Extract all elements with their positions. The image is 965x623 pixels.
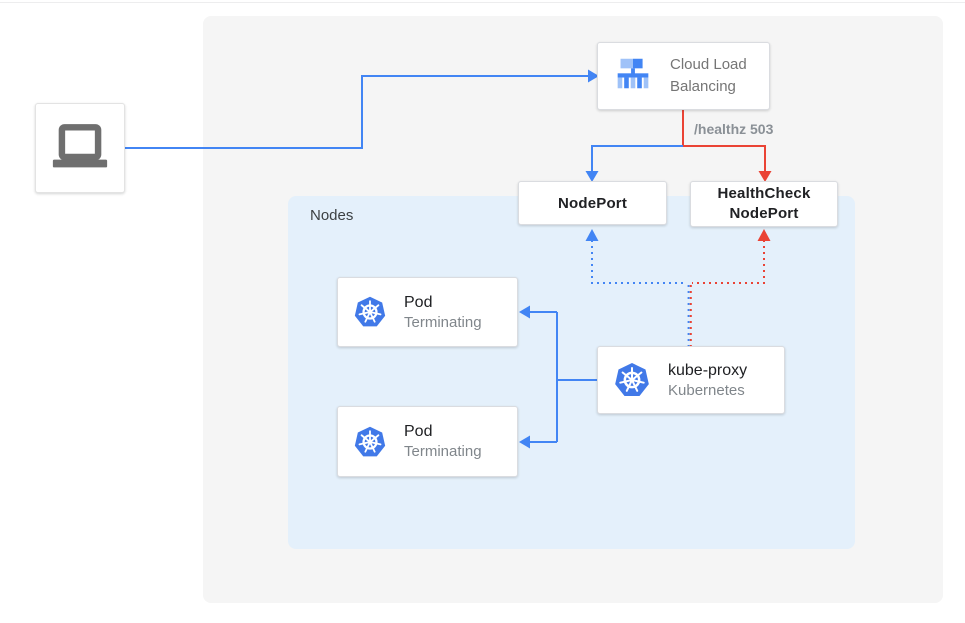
nodeport-node: NodePort (518, 181, 667, 225)
laptop-icon (49, 122, 111, 174)
load-balancer-icon (610, 53, 656, 99)
cloud-load-balancing-node: Cloud Load Balancing (597, 42, 770, 110)
cloud-load-balancing-label: Cloud Load Balancing (670, 56, 747, 95)
kube-proxy-node: kube-proxy Kubernetes (597, 346, 785, 414)
healthz-503-label: /healthz 503 (694, 121, 774, 137)
pod-text: Pod Terminating (404, 294, 482, 331)
pod-text: Pod Terminating (404, 423, 482, 460)
kubernetes-icon (352, 294, 388, 330)
kubernetes-icon (612, 360, 652, 400)
pod-node-1: Pod Terminating (337, 277, 518, 347)
pod-title: Pod (404, 423, 433, 440)
kube-proxy-subtitle: Kubernetes (668, 381, 745, 399)
healthcheck-nodeport-node: HealthCheck NodePort (690, 181, 838, 227)
nodes-group-label: Nodes (310, 207, 354, 224)
pod-status: Terminating (404, 313, 482, 331)
pod-node-2: Pod Terminating (337, 406, 518, 477)
kubernetes-icon (352, 424, 388, 460)
kube-proxy-text: kube-proxy Kubernetes (668, 362, 747, 399)
kube-proxy-title: kube-proxy (668, 361, 748, 379)
page-top-divider (0, 2, 965, 3)
pod-title: Pod (404, 293, 433, 311)
pod-status: Terminating (404, 443, 482, 460)
client-node (35, 103, 125, 193)
